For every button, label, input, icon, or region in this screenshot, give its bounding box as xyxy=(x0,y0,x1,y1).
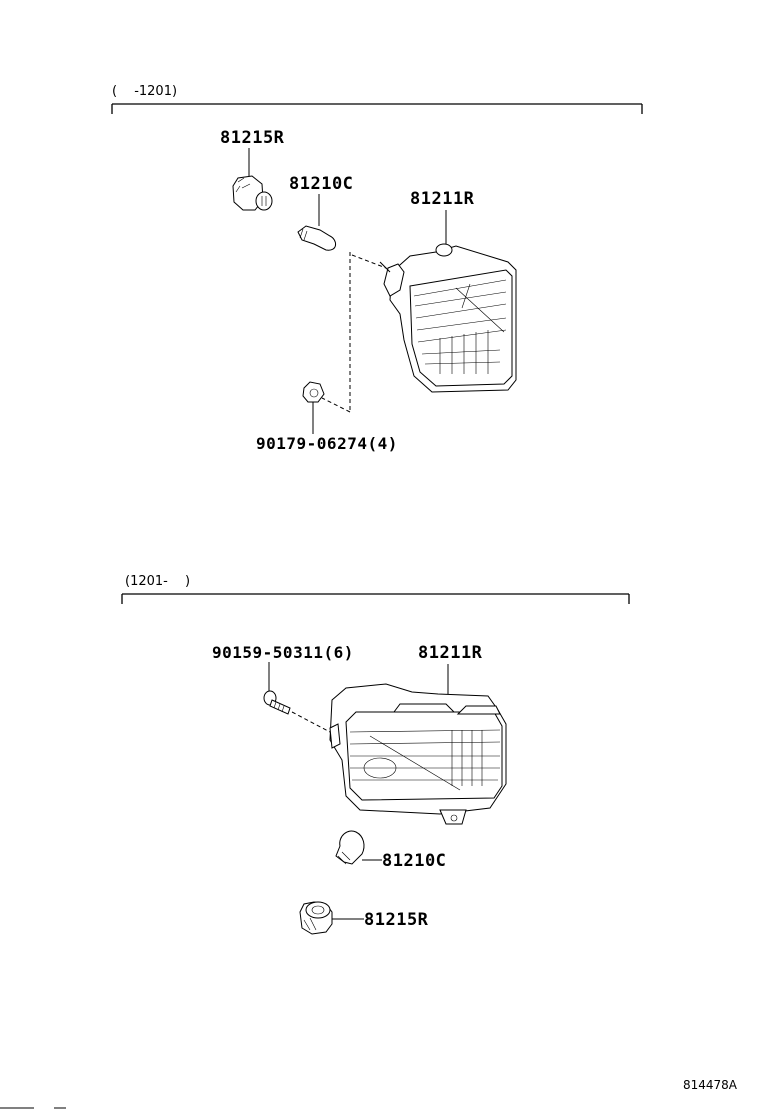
section2-screw-part-number[interactable]: 90159-50311(6) xyxy=(212,643,354,662)
section2-screw-guide xyxy=(291,711,331,733)
section2-socket-icon[interactable] xyxy=(299,901,333,935)
section2-bracket xyxy=(121,593,630,604)
section1-lamp-icon[interactable] xyxy=(351,243,517,393)
section1-socket-icon[interactable] xyxy=(232,175,273,211)
section2-lamp-icon[interactable] xyxy=(329,683,507,825)
section2-bulb-icon[interactable] xyxy=(335,830,365,865)
section1-nut-icon[interactable] xyxy=(302,381,325,403)
section1-lamp-part-number[interactable]: 81211R xyxy=(410,189,475,209)
section1-bulb-part-number[interactable]: 81210C xyxy=(289,174,354,194)
section1-dashed-guide xyxy=(321,252,351,413)
section2-screw-icon[interactable] xyxy=(263,690,291,715)
section2-bulb-part-number[interactable]: 81210C xyxy=(382,851,447,871)
section2-range-label: (1201- ) xyxy=(125,574,191,589)
section1-socket-part-number[interactable]: 81215R xyxy=(220,128,285,148)
section1-bulb-icon[interactable] xyxy=(297,225,336,251)
section2-lamp-part-number[interactable]: 81211R xyxy=(418,643,483,663)
section1-range-label: ( -1201) xyxy=(112,84,178,99)
section1-bracket xyxy=(111,103,643,114)
section2-socket-part-number[interactable]: 81215R xyxy=(364,910,429,930)
section1-nut-part-number[interactable]: 90179-06274(4) xyxy=(256,434,398,453)
diagram-id: 814478A xyxy=(683,1078,738,1092)
